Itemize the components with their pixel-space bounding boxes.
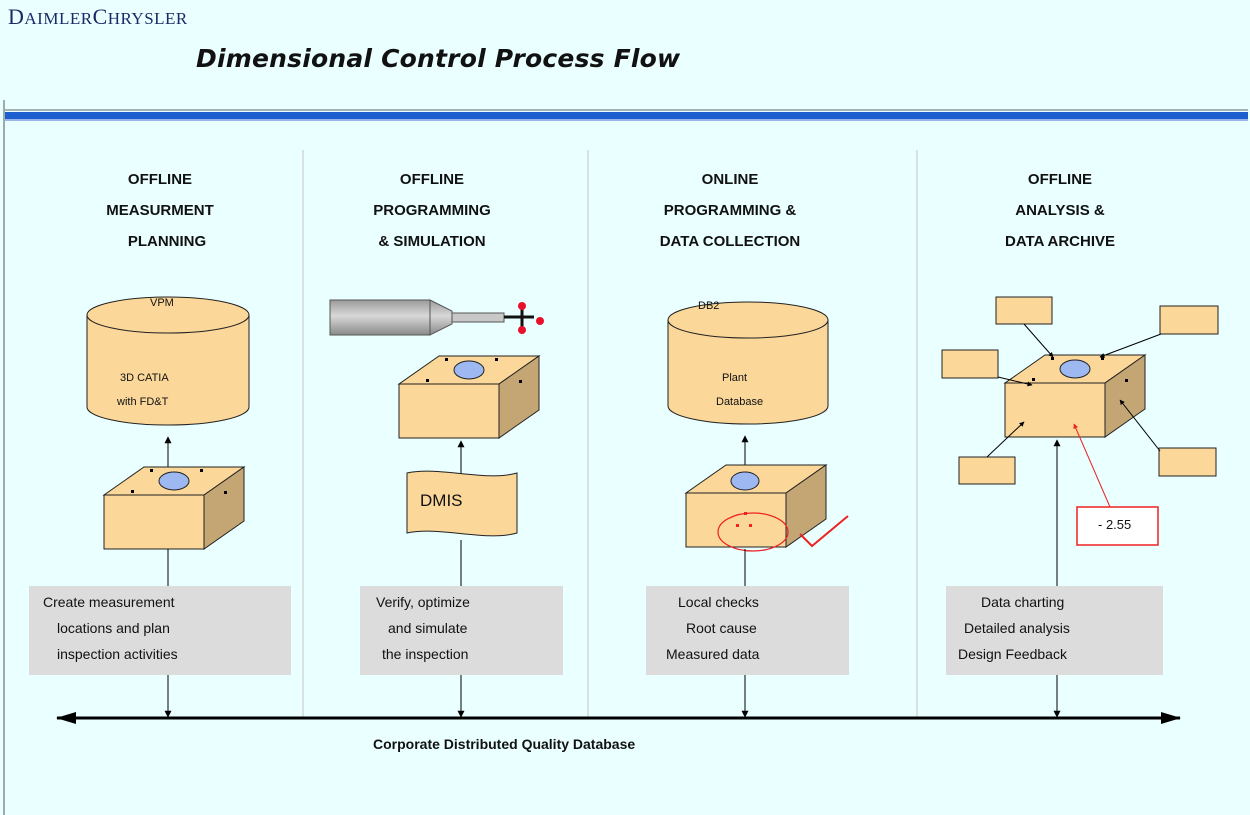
highlight-circle bbox=[717, 512, 789, 552]
annotation-box bbox=[958, 456, 1016, 485]
part-block-simulation bbox=[398, 355, 540, 439]
description-box-collection: Local checks Root cause Measured data bbox=[646, 586, 849, 675]
vpm-label: VPM bbox=[150, 297, 174, 309]
annotation-arrow bbox=[1119, 399, 1161, 452]
description-box-simulation: Verify, optimize and simulate the inspec… bbox=[360, 586, 563, 675]
column-heading-collection: ONLINE PROGRAMMING & DATA COLLECTION bbox=[659, 171, 801, 250]
annotation-arrow bbox=[986, 421, 1025, 458]
header-blue-bar bbox=[5, 112, 1248, 119]
daimlerchrysler-logo: DAIMLERCHRYSLER bbox=[8, 4, 188, 29]
annotation-arrow bbox=[1023, 323, 1054, 358]
db2-body-line: Plant bbox=[722, 372, 748, 384]
slide-title: Dimensional Control Process Flow bbox=[196, 44, 681, 73]
part-block-collection bbox=[684, 464, 828, 548]
column-heading-planning: OFFLINE MEASURMENT PLANNING bbox=[106, 171, 214, 250]
annotation-arrow bbox=[997, 376, 1033, 387]
checkmark-icon bbox=[799, 515, 849, 548]
annotation-box bbox=[1159, 305, 1219, 335]
annotation-box bbox=[1158, 447, 1217, 477]
annotation-box bbox=[941, 349, 999, 379]
column-heading-simulation: OFFLINE PROGRAMMING & SIMULATION bbox=[373, 171, 491, 250]
description-box-planning: Create measurement locations and plan in… bbox=[29, 586, 291, 675]
measured-value: - 2.55 bbox=[1098, 517, 1132, 532]
deviation-arrow bbox=[1073, 423, 1111, 508]
db2-database-cylinder bbox=[667, 301, 829, 425]
vpm-database-cylinder bbox=[86, 296, 250, 426]
part-block-planning bbox=[103, 466, 245, 550]
db2-body-line: Database bbox=[716, 396, 764, 408]
header-blue-bar-shadow bbox=[5, 119, 1248, 121]
db2-label: DB2 bbox=[698, 300, 720, 312]
vpm-body-line: with FD&T bbox=[117, 396, 169, 408]
dmis-document-shape bbox=[406, 470, 518, 537]
corporate-database-label: Corporate Distributed Quality Database bbox=[373, 736, 636, 752]
annotation-arrow bbox=[1099, 333, 1162, 358]
part-block-analysis bbox=[1004, 354, 1146, 438]
cmm-probe-icon bbox=[329, 299, 544, 336]
annotation-box bbox=[995, 296, 1053, 325]
description-box-analysis: Data charting Detailed analysis Design F… bbox=[946, 586, 1163, 675]
dmis-label: DMIS bbox=[420, 491, 463, 510]
vpm-body-line: 3D CATIA bbox=[120, 372, 169, 384]
column-heading-analysis: OFFLINE ANALYSIS & DATA ARCHIVE bbox=[1005, 171, 1115, 250]
measured-value-box bbox=[1076, 506, 1159, 546]
